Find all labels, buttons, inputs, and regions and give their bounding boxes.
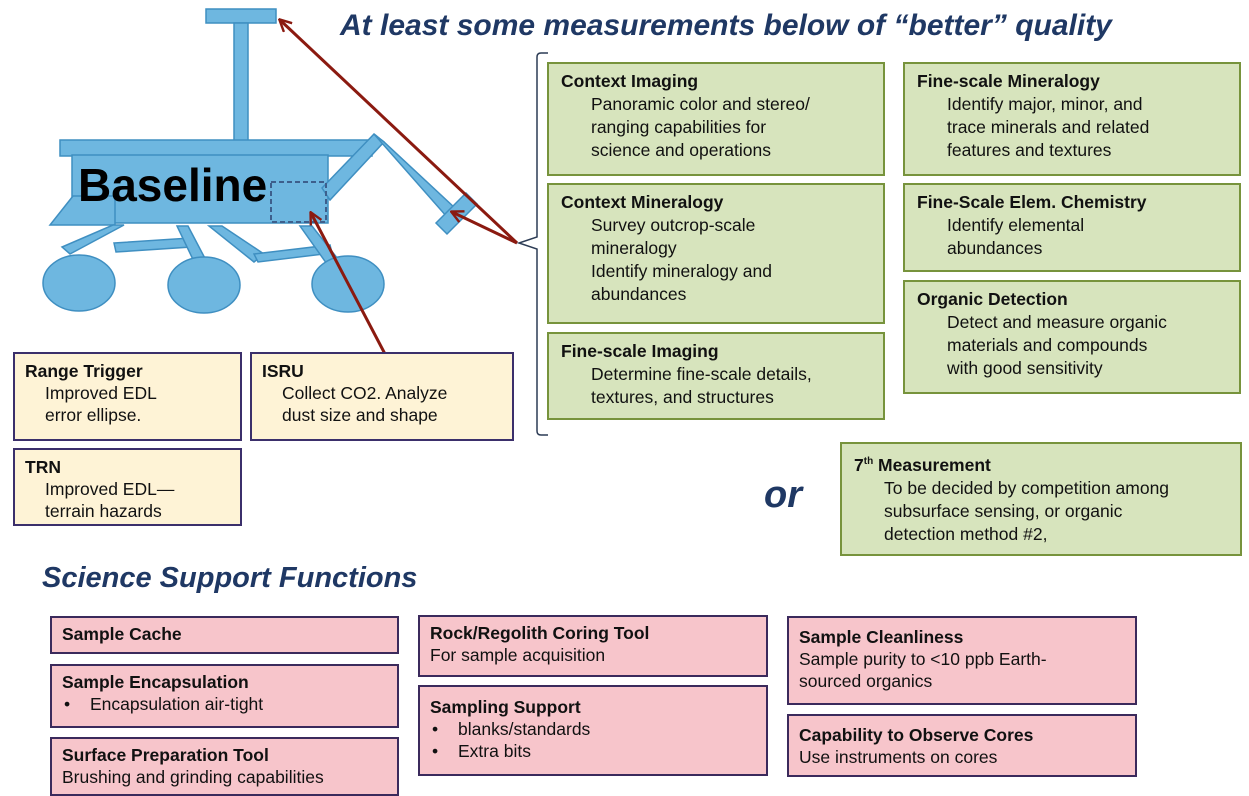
seventh-measurement-box: 7th Measurement To be decided by competi… bbox=[840, 442, 1242, 556]
box-title: Organic Detection bbox=[917, 289, 1068, 309]
box-line: Collect CO2. Analyze bbox=[282, 383, 448, 403]
box-line: materials and compounds bbox=[947, 335, 1148, 355]
box-line: Panoramic color and stereo/ bbox=[591, 94, 810, 114]
seventh-number: 7 bbox=[854, 454, 864, 475]
surface-prep-box: Surface Preparation Tool Brushing and gr… bbox=[50, 737, 399, 796]
arrow-to-mast bbox=[280, 20, 519, 245]
page-title: At least some measurements below of “bet… bbox=[340, 9, 1112, 42]
fine-scale-imaging-box: Fine-scale Imaging Determine fine-scale … bbox=[547, 332, 885, 420]
isru-box: ISRU Collect CO2. Analyze dust size and … bbox=[250, 352, 514, 441]
sampling-support-box: Sampling Support blanks/standards Extra … bbox=[418, 685, 768, 776]
box-title: Surface Preparation Tool bbox=[62, 745, 269, 765]
box-line: Sample purity to <10 ppb Earth- bbox=[799, 649, 1047, 669]
box-title: Context Mineralogy bbox=[561, 192, 724, 212]
box-line: To be decided by competition among bbox=[884, 477, 1170, 498]
box-line: terrain hazards bbox=[45, 501, 162, 521]
box-title: Sample Encapsulation bbox=[62, 672, 249, 692]
trn-box: TRN Improved EDL— terrain hazards bbox=[13, 448, 242, 526]
observe-cores-box: Capability to Observe Cores Use instrume… bbox=[787, 714, 1137, 777]
box-line: Detect and measure organic bbox=[947, 312, 1167, 332]
range-trigger-box: Range Trigger Improved EDL error ellipse… bbox=[13, 352, 242, 441]
rover-wheel-middle bbox=[167, 256, 241, 314]
rover-wheel-left bbox=[42, 254, 116, 312]
rover-deck bbox=[59, 139, 373, 157]
box-title: Fine-Scale Elem. Chemistry bbox=[917, 192, 1147, 212]
box-title: Fine-scale Mineralogy bbox=[917, 71, 1100, 91]
rover-mast-head bbox=[205, 8, 277, 24]
box-line: Identify mineralogy and bbox=[591, 261, 772, 281]
rover-label: Baseline bbox=[78, 159, 268, 211]
box-line: textures, and structures bbox=[591, 387, 774, 407]
box-line: Brushing and grinding capabilities bbox=[62, 767, 324, 787]
box-title: Context Imaging bbox=[561, 71, 699, 91]
box-title: Sample Cleanliness bbox=[799, 627, 964, 647]
arrow-to-arm-tool bbox=[452, 212, 518, 245]
sample-cache-box: Sample Cache bbox=[50, 616, 399, 654]
box-line: For sample acquisition bbox=[430, 645, 606, 665]
or-label: or bbox=[764, 474, 802, 516]
box-title: Sampling Support bbox=[430, 697, 581, 717]
box-line: Improved EDL— bbox=[45, 479, 175, 499]
box-title: Fine-scale Imaging bbox=[561, 341, 719, 361]
organic-detection-box: Organic Detection Detect and measure org… bbox=[903, 280, 1241, 394]
rover-illustration bbox=[42, 8, 479, 314]
fine-scale-mineralogy-box: Fine-scale Mineralogy Identify major, mi… bbox=[903, 62, 1241, 176]
box-title: Sample Cache bbox=[62, 624, 182, 644]
box-line: subsurface sensing, or organic bbox=[884, 500, 1123, 521]
box-title: ISRU bbox=[262, 361, 304, 381]
box-line: Identify major, minor, and bbox=[947, 94, 1143, 114]
rover-mast bbox=[233, 22, 249, 142]
context-imaging-box: Context Imaging Panoramic color and ster… bbox=[547, 62, 885, 176]
box-line: Survey outcrop-scale bbox=[591, 215, 756, 235]
box-line: with good sensitivity bbox=[947, 358, 1103, 378]
box-line: abundances bbox=[947, 238, 1043, 258]
seventh-suffix: th bbox=[863, 456, 874, 467]
sample-cleanliness-box: Sample Cleanliness Sample purity to <10 … bbox=[787, 616, 1137, 705]
box-title: TRN bbox=[25, 457, 61, 477]
box-title: 7th Measurement bbox=[854, 450, 1230, 477]
box-line: Improved EDL bbox=[45, 383, 157, 403]
box-line: trace minerals and related bbox=[947, 117, 1150, 137]
box-bullet: Extra bits bbox=[430, 740, 756, 762]
box-bullet: Encapsulation air-tight bbox=[62, 693, 387, 715]
arrow-to-instrument-bay bbox=[311, 213, 387, 355]
box-line: Determine fine-scale details, bbox=[591, 364, 812, 384]
box-line: features and textures bbox=[947, 140, 1112, 160]
sample-encapsulation-box: Sample Encapsulation Encapsulation air-t… bbox=[50, 664, 399, 728]
context-mineralogy-box: Context Mineralogy Survey outcrop-scale … bbox=[547, 183, 885, 324]
measurement-bracket bbox=[516, 52, 548, 436]
box-line: science and operations bbox=[591, 140, 771, 160]
measurement-arrows bbox=[280, 20, 519, 355]
box-line: error ellipse. bbox=[45, 405, 142, 425]
fine-scale-chemistry-box: Fine-Scale Elem. Chemistry Identify elem… bbox=[903, 183, 1241, 272]
support-heading: Science Support Functions bbox=[42, 562, 418, 594]
box-line: abundances bbox=[591, 284, 687, 304]
seventh-title-rest: Measurement bbox=[873, 454, 991, 475]
coring-tool-box: Rock/Regolith Coring Tool For sample acq… bbox=[418, 615, 768, 677]
box-title: Rock/Regolith Coring Tool bbox=[430, 623, 650, 643]
box-line: detection method #2, bbox=[884, 523, 1048, 544]
box-line: dust size and shape bbox=[282, 405, 438, 425]
box-line: mineralogy bbox=[591, 238, 677, 258]
box-line: Identify elemental bbox=[947, 215, 1085, 235]
rover-instrument-bay bbox=[270, 181, 327, 223]
box-line: Use instruments on cores bbox=[799, 747, 998, 767]
box-title: Capability to Observe Cores bbox=[799, 725, 1034, 745]
box-title: Range Trigger bbox=[25, 361, 143, 381]
box-bullet: blanks/standards bbox=[430, 718, 756, 740]
box-line: sourced organics bbox=[799, 671, 933, 691]
box-line: ranging capabilities for bbox=[591, 117, 767, 137]
